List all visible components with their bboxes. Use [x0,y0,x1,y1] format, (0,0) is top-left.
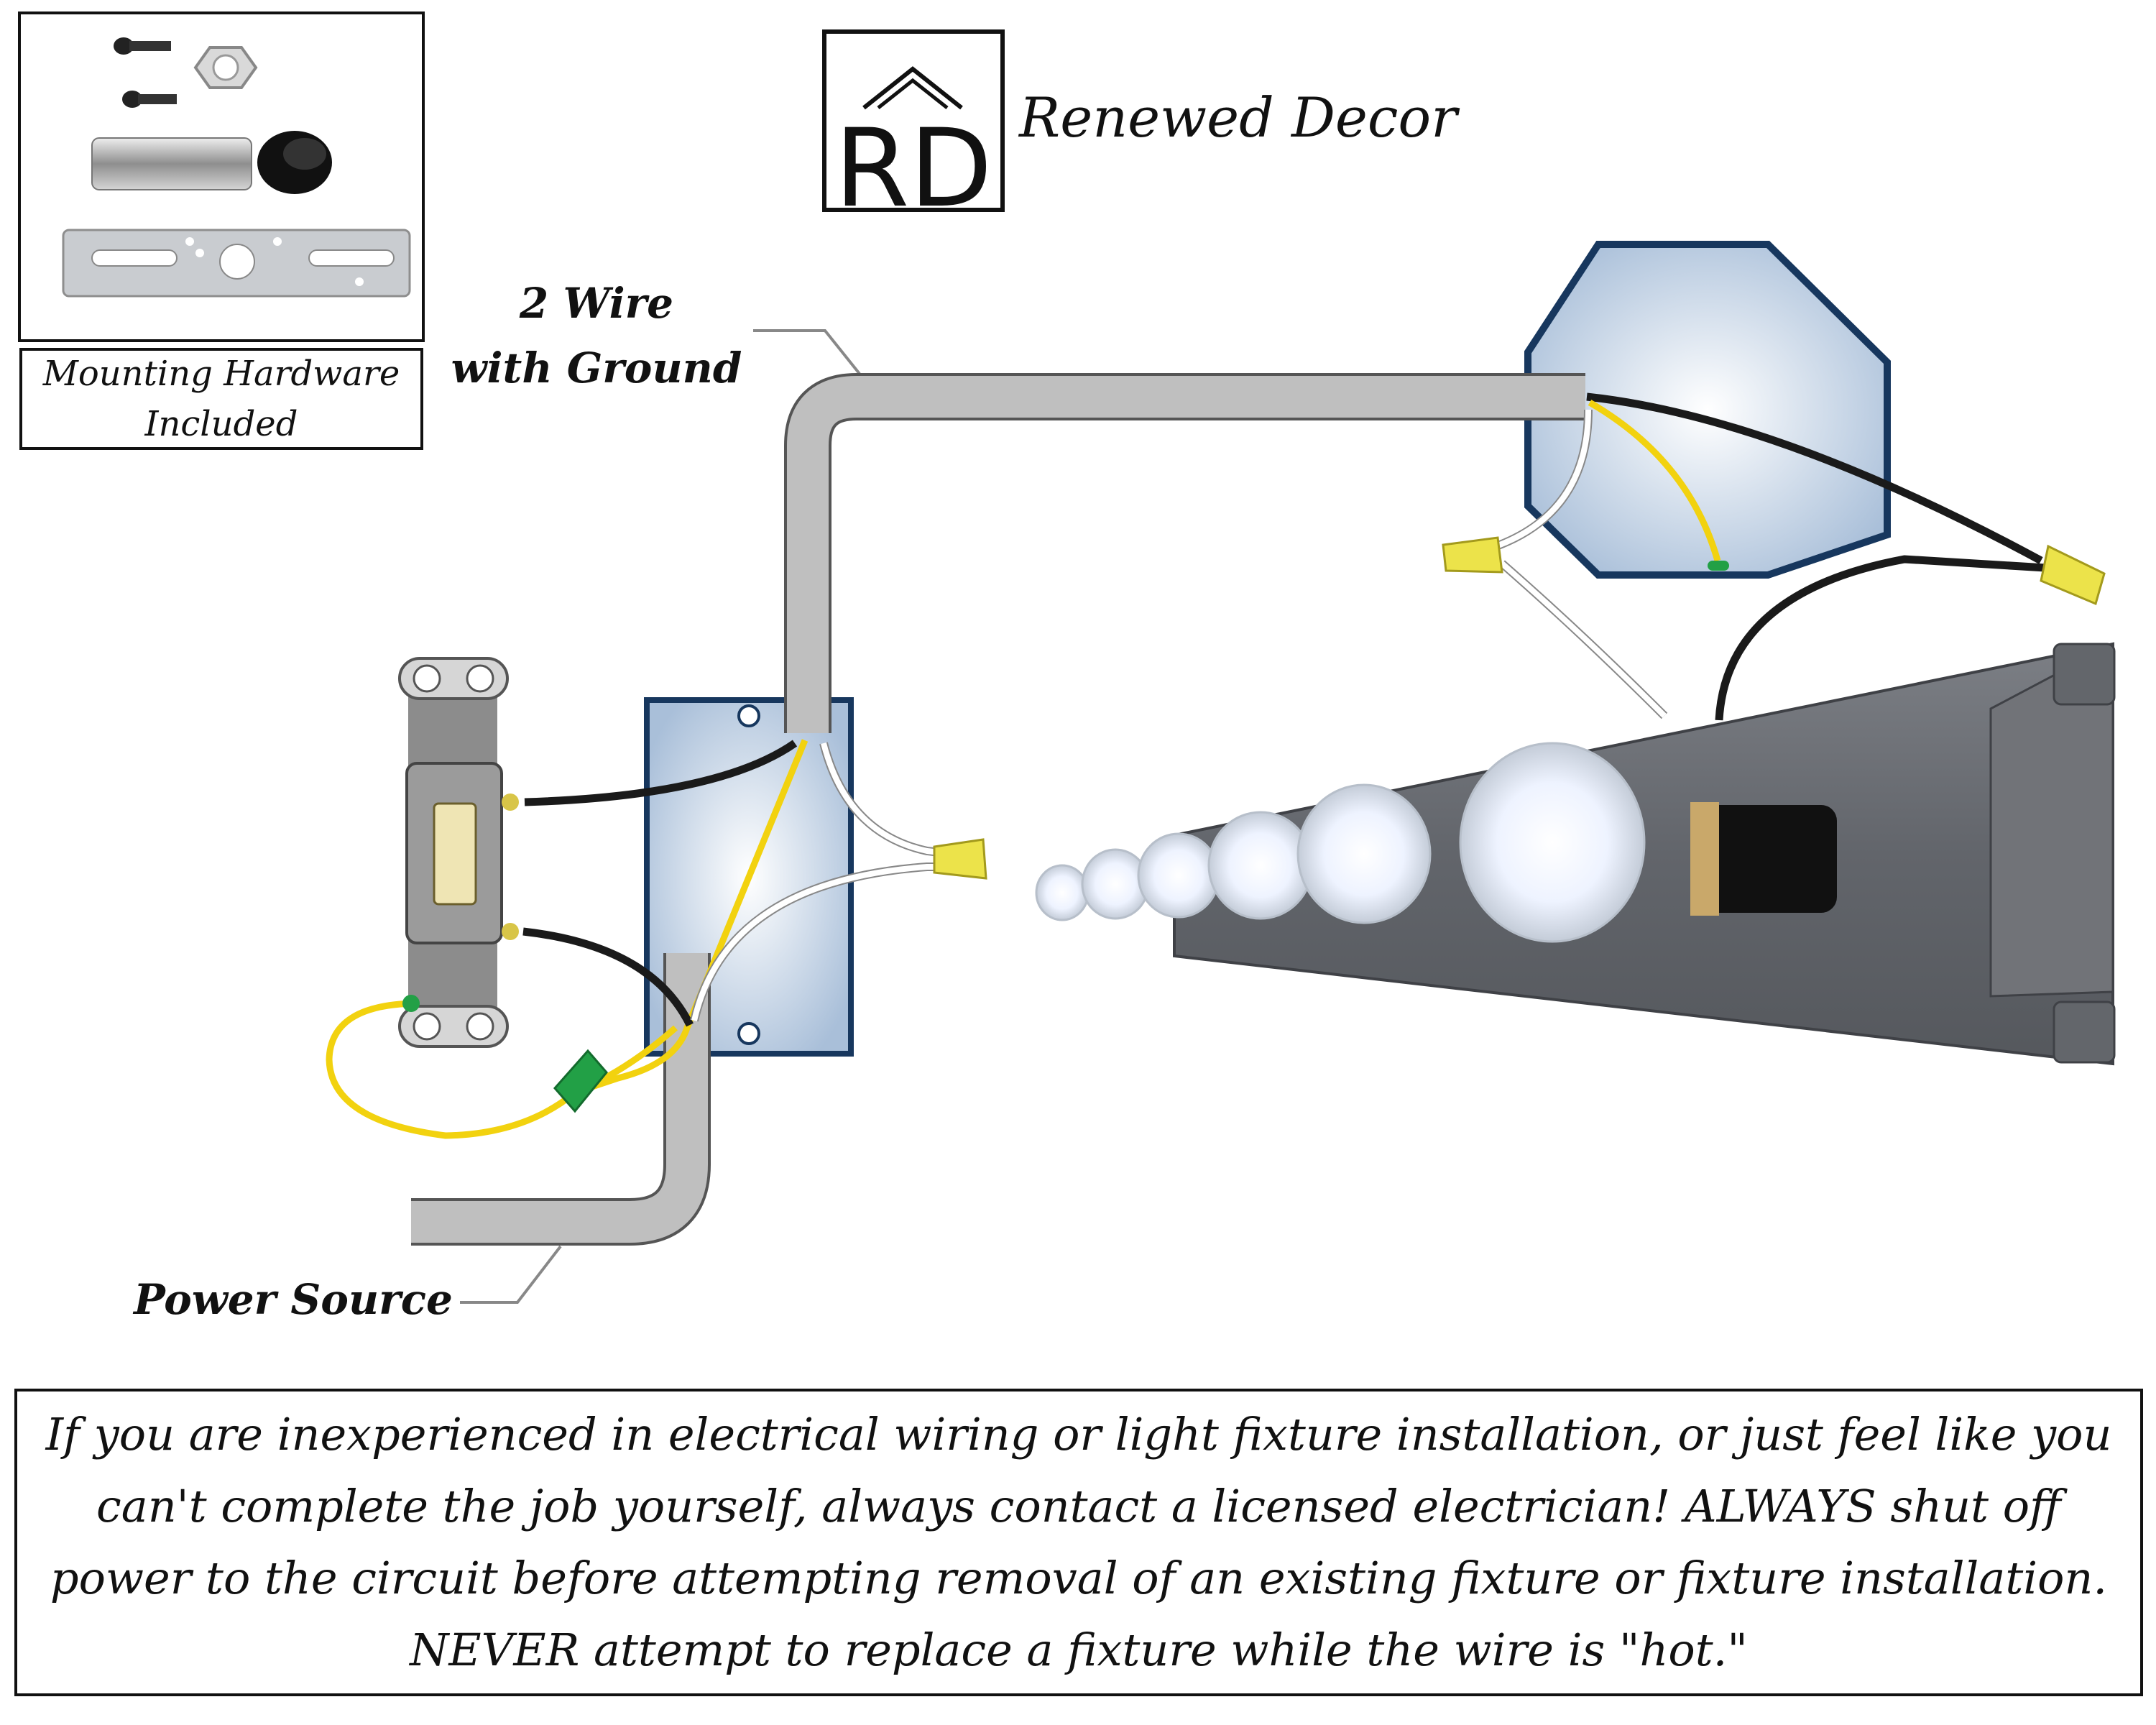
light-bulb [1459,742,1646,943]
screw-icon [122,91,177,108]
safety-disclaimer: If you are inexperienced in electrical w… [14,1389,2143,1696]
power-source-label: Power Source [132,1275,453,1324]
light-bulb [1035,864,1089,921]
light-bulb [1137,832,1220,919]
wire-type-label-line1: 2 Wire [519,279,673,328]
mounting-hardware-caption: Mounting Hardware Included [19,348,423,450]
switch-toggle [433,802,477,906]
neutral-wire-nut [933,838,987,880]
logo-letters: RD [834,106,992,231]
fixture-ground-wire [1588,400,1721,562]
ground-wire-nut [553,1049,608,1113]
light-bulb [1296,783,1432,924]
light-bulb [1207,811,1314,920]
cap-icon [257,131,332,194]
brand-name: Renewed Decor [1018,86,1460,150]
hot-wire-switch-top [524,740,798,806]
power-source-leader-line [460,1245,562,1304]
light-switch [398,657,519,1048]
threaded-nipple-icon [91,137,252,190]
ground-wire [573,739,808,1096]
light-socket [1695,805,1837,913]
vanity-light-fixture [1035,642,2116,1066]
ground-pigtail-wire [326,1000,577,1139]
renewed-decor-logo: RD [822,29,1005,231]
hot-wire-nut [2040,544,2106,606]
screw-icon [114,37,171,55]
fixture-neutral-wire-nut [1442,536,1503,574]
wire-type-label-line2: with Ground [451,344,742,392]
wire-type-leader-line [753,329,861,375]
hot-wire-switch-bottom [522,927,694,1027]
mounting-hardware-photo [18,12,425,342]
crossbar-icon [62,229,411,298]
fixture-hot-wire [1586,392,2043,564]
